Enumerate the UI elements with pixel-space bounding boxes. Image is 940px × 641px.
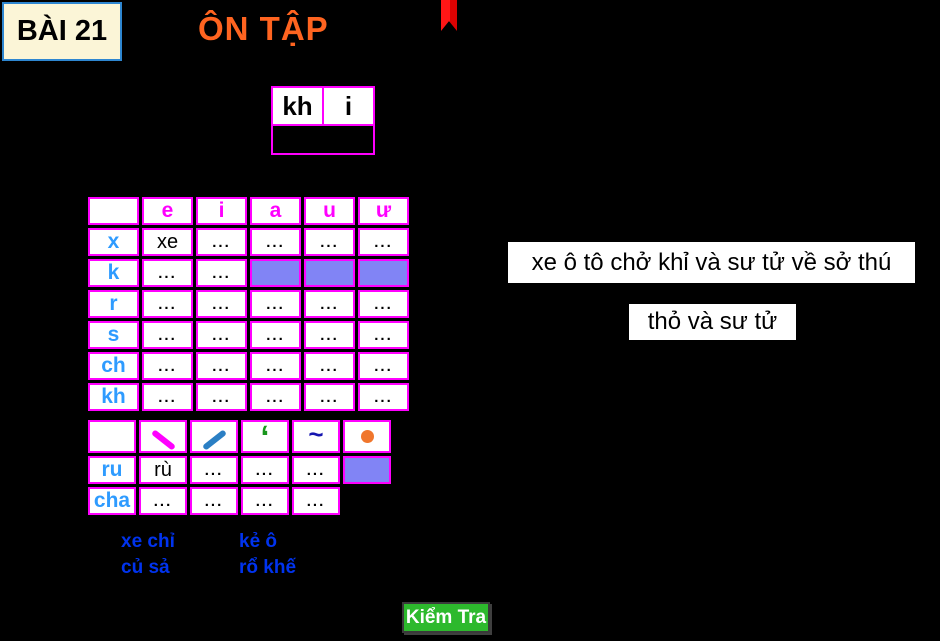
answer-cell[interactable]: ... <box>304 321 355 349</box>
answer-cell[interactable]: ... <box>196 228 247 256</box>
answer-cell[interactable]: ... <box>142 352 193 380</box>
tone-hoi-icon: ʻ <box>260 419 270 455</box>
answer-cell[interactable]: ... <box>250 228 301 256</box>
row-label: k <box>88 259 139 287</box>
sentence-box-1: xe ô tô chở khỉ và sư tử về sở thú <box>508 242 915 283</box>
column-header: a <box>250 197 301 225</box>
tone-header-cell <box>139 420 187 453</box>
tone-nga-icon: ~ <box>308 418 324 449</box>
tone-header-cell: ʻ <box>241 420 289 453</box>
tone-header-cell <box>190 420 238 453</box>
answer-cell[interactable]: ... <box>139 487 187 515</box>
column-header: e <box>142 197 193 225</box>
answer-cell[interactable]: ... <box>358 228 409 256</box>
tone-nang-icon <box>360 429 374 443</box>
answer-cell[interactable]: ... <box>358 383 409 411</box>
filled-cell[interactable] <box>304 259 355 287</box>
filled-cell[interactable] <box>343 456 391 484</box>
answer-cell[interactable]: ... <box>196 352 247 380</box>
row-label: ru <box>88 456 136 484</box>
builder-vowel-cell[interactable]: i <box>322 86 375 126</box>
answer-cell[interactable]: ... <box>190 487 238 515</box>
word-builder-parts: kh i <box>271 86 379 126</box>
builder-consonant-cell[interactable]: kh <box>271 86 324 126</box>
answer-cell[interactable]: ... <box>250 321 301 349</box>
answer-cell[interactable]: ... <box>292 456 340 484</box>
answer-cell[interactable]: ... <box>142 259 193 287</box>
answer-cell[interactable]: rù <box>139 456 187 484</box>
answer-cell[interactable]: ... <box>304 352 355 380</box>
answer-cell[interactable]: ... <box>142 321 193 349</box>
answer-cell[interactable]: ... <box>358 352 409 380</box>
answer-cell[interactable]: ... <box>304 228 355 256</box>
answer-cell[interactable]: ... <box>358 321 409 349</box>
tone-header-cell <box>343 420 391 453</box>
page-title: ÔN TẬP <box>198 10 329 47</box>
filled-cell[interactable] <box>358 259 409 287</box>
word-builder: kh i <box>271 86 379 155</box>
tone-huyen-icon <box>150 428 176 451</box>
row-label: s <box>88 321 139 349</box>
column-header: u <box>304 197 355 225</box>
answer-cell[interactable]: ... <box>196 383 247 411</box>
answer-cell[interactable]: ... <box>304 290 355 318</box>
row-label: cha <box>88 487 136 515</box>
word-item: kẻ ô <box>239 531 278 552</box>
answer-cell[interactable]: ... <box>358 290 409 318</box>
word-list-right: kẻ ô rổ khế <box>239 529 296 581</box>
answer-cell[interactable]: ... <box>196 259 247 287</box>
answer-cell[interactable]: ... <box>304 383 355 411</box>
row-label: x <box>88 228 139 256</box>
word-item: xe chỉ <box>121 531 175 552</box>
answer-cell[interactable]: ... <box>241 487 289 515</box>
answer-cell[interactable]: ... <box>250 383 301 411</box>
answer-cell[interactable]: ... <box>250 290 301 318</box>
row-label: r <box>88 290 139 318</box>
answer-cell[interactable]: ... <box>142 383 193 411</box>
absent-cell <box>343 487 391 515</box>
word-item: rổ khế <box>239 557 297 578</box>
corner-cell <box>88 197 139 225</box>
tone-sac-icon <box>201 428 227 451</box>
answer-cell[interactable]: xe <box>142 228 193 256</box>
sentence-box-2: thỏ và sư tử <box>629 304 796 340</box>
answer-cell[interactable]: ... <box>241 456 289 484</box>
column-header: i <box>196 197 247 225</box>
answer-cell[interactable]: ... <box>196 321 247 349</box>
row-label: ch <box>88 352 139 380</box>
answer-cell[interactable]: ... <box>190 456 238 484</box>
answer-cell[interactable]: ... <box>142 290 193 318</box>
word-list-left: xe chỉ củ sả <box>121 529 175 581</box>
answer-cell[interactable]: ... <box>196 290 247 318</box>
tone-header-cell: ~ <box>292 420 340 453</box>
row-label: kh <box>88 383 139 411</box>
check-button[interactable]: Kiểm Tra <box>402 602 490 633</box>
column-header: ư <box>358 197 409 225</box>
bookmark-ribbon-icon <box>441 0 457 31</box>
filled-cell[interactable] <box>250 259 301 287</box>
builder-result-cell[interactable] <box>271 124 375 155</box>
answer-cell[interactable]: ... <box>292 487 340 515</box>
corner-cell <box>88 420 136 453</box>
lesson-badge: BÀI 21 <box>2 2 122 61</box>
word-item: củ sả <box>121 557 170 578</box>
answer-cell[interactable]: ... <box>250 352 301 380</box>
